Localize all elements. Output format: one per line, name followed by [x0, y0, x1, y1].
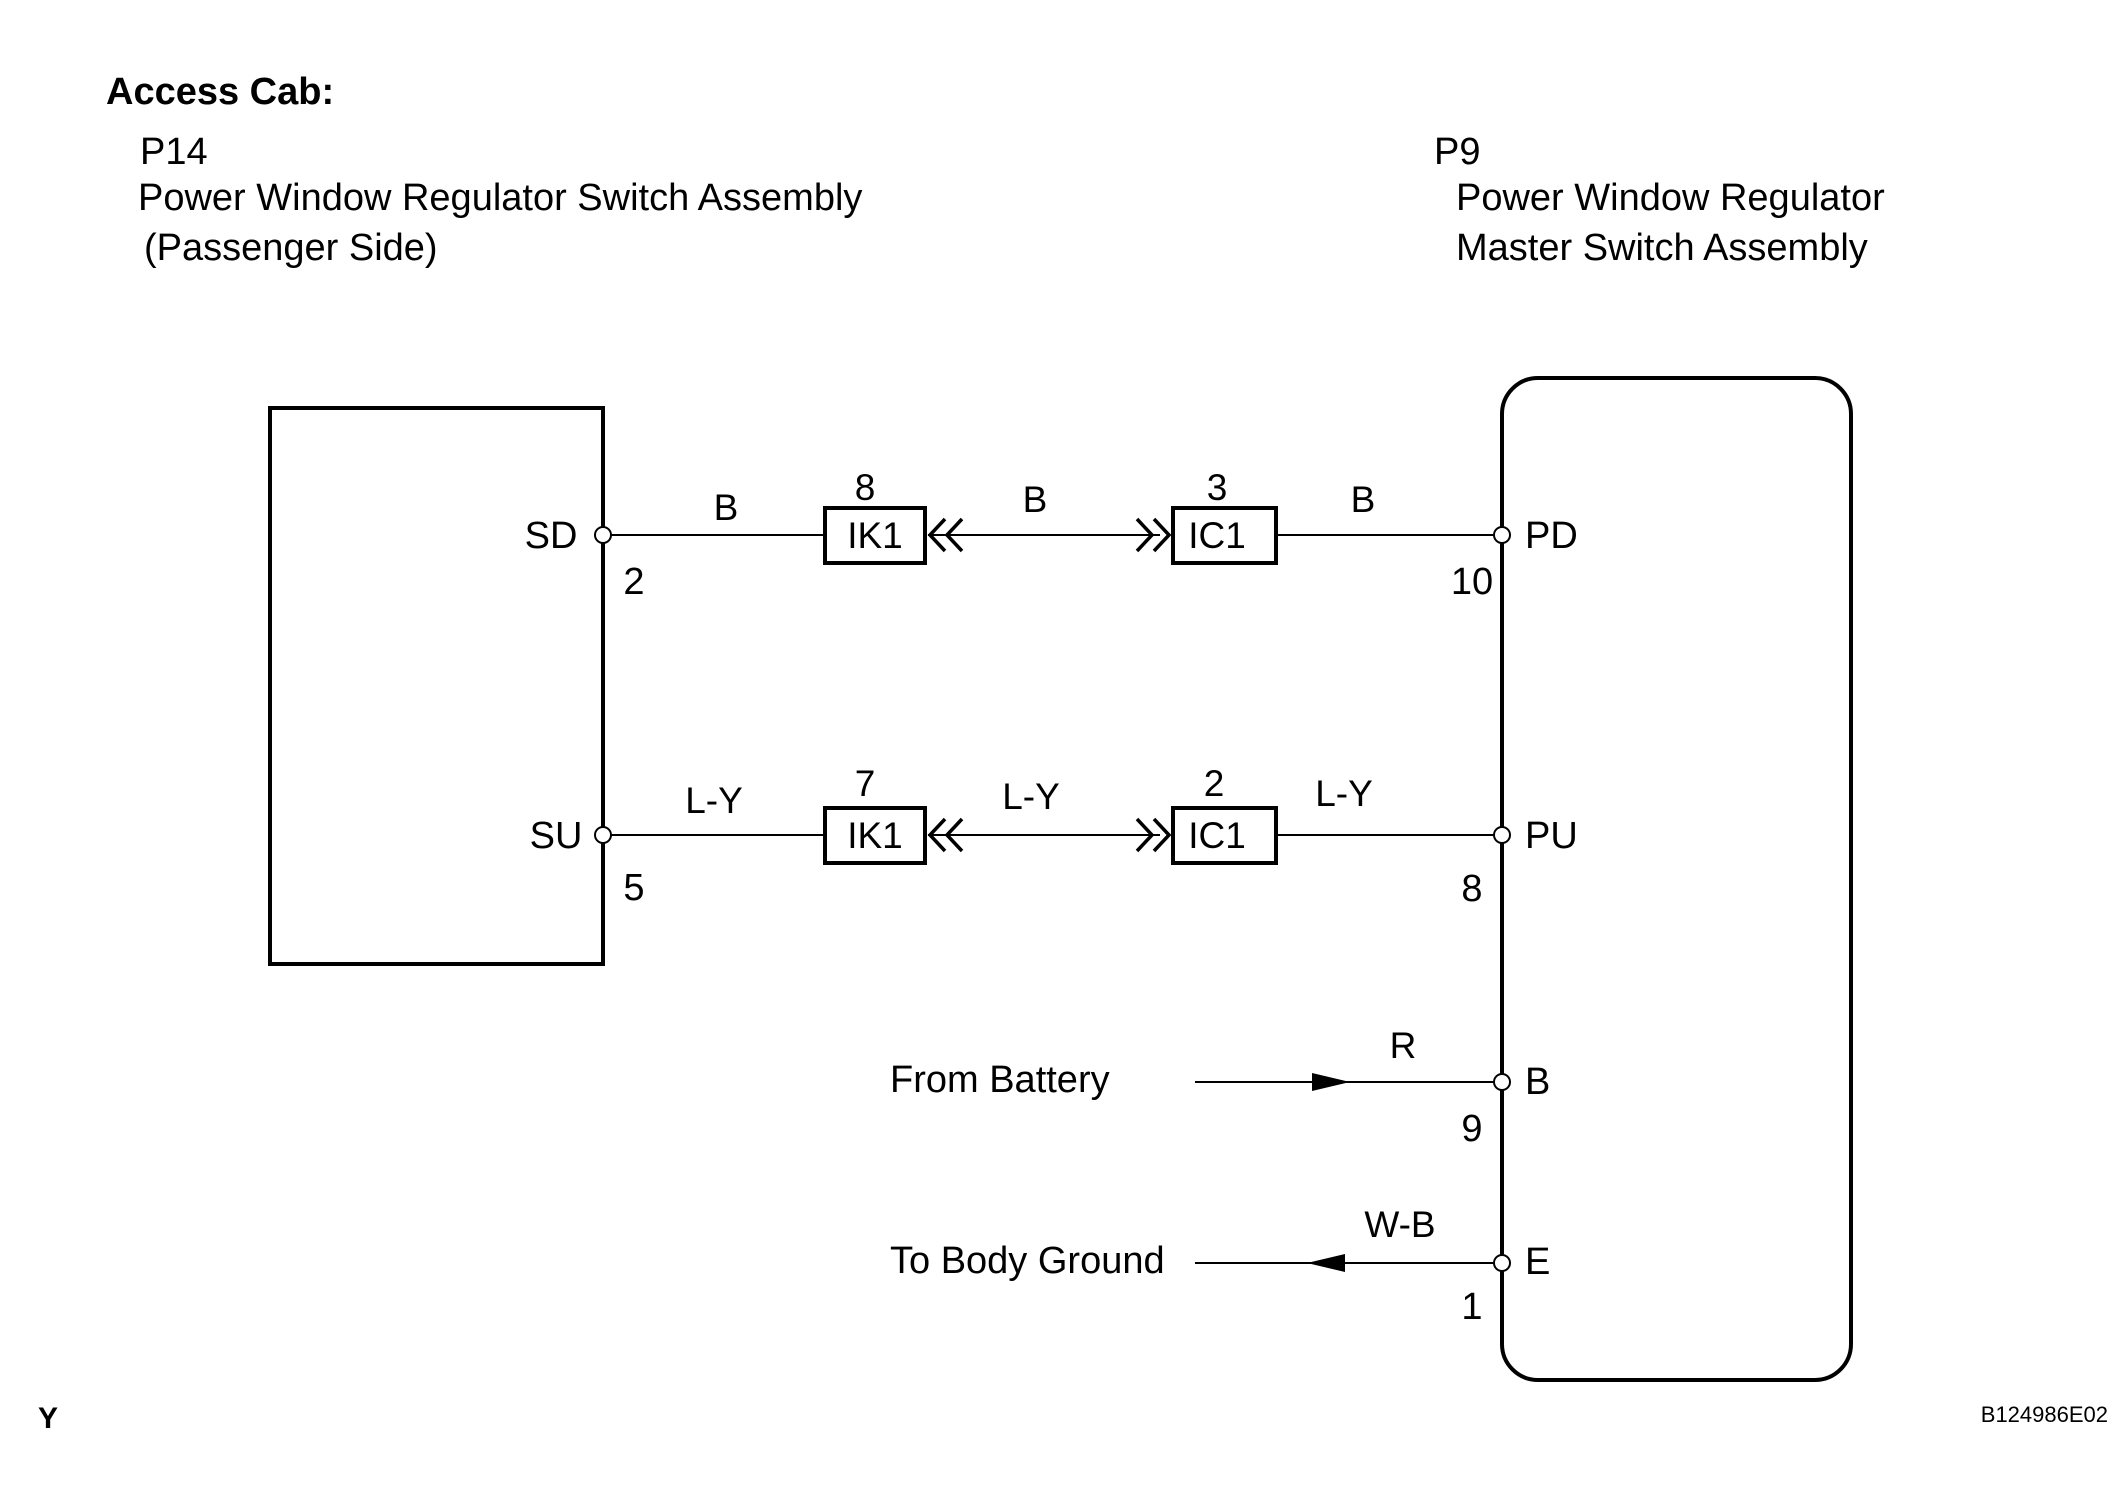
terminal-name-pd: PD [1525, 515, 1578, 557]
terminal-pin-su: 5 [623, 867, 644, 909]
terminal-name-e: E [1525, 1241, 1550, 1283]
connector-name-ic1: IC1 [1188, 515, 1246, 556]
terminal-pin-b: 9 [1461, 1108, 1482, 1150]
circuit-su-pu: SU 5 L-Y L-Y L-Y IK1 7 IC1 2 PU 8 [530, 763, 1578, 910]
female-connector-icon [927, 517, 964, 553]
figure-id: B124986E02 [1981, 1402, 2108, 1427]
terminal-name-su: SU [530, 815, 583, 857]
terminal-name-b: B [1525, 1061, 1550, 1103]
right-component-code: P9 [1434, 131, 1480, 173]
left-component-name-line2: (Passenger Side) [144, 227, 438, 269]
junction-connector-ik1 [823, 806, 927, 865]
terminal-circle [1493, 1073, 1511, 1091]
wire-color-label: W-B [1364, 1204, 1435, 1245]
junction-connector-ic1 [1171, 806, 1278, 865]
terminal-pin-pu: 8 [1461, 868, 1482, 910]
wire-color-label: B [714, 487, 739, 528]
terminal-circle [1493, 1254, 1511, 1272]
male-connector-icon [1135, 817, 1172, 853]
connector-name-ic1: IC1 [1188, 815, 1246, 856]
left-component-name-line1: Power Window Regulator Switch Assembly [138, 177, 862, 219]
wire-color-label: B [1023, 479, 1048, 520]
connector-name-ik1: IK1 [847, 815, 903, 856]
left-component-code: P14 [140, 131, 208, 173]
male-connector-icon [1135, 517, 1172, 553]
wire-color-label: L-Y [685, 780, 743, 821]
wire-color-label: R [1390, 1025, 1417, 1066]
terminal-name-sd: SD [525, 515, 578, 557]
to-body-ground-label: To Body Ground [890, 1240, 1165, 1282]
page-corner-mark: Y [38, 1402, 58, 1435]
terminal-circle [1493, 826, 1511, 844]
female-connector-icon [927, 817, 964, 853]
terminal-pin-sd: 2 [623, 561, 644, 603]
terminal-name-pu: PU [1525, 815, 1578, 857]
connector-pin-ik1: 8 [855, 467, 876, 508]
wire-color-label: L-Y [1002, 776, 1060, 817]
from-battery-label: From Battery [890, 1059, 1110, 1101]
connector-pin-ik1: 7 [855, 763, 876, 804]
left-component-box [268, 406, 605, 966]
wire-color-label: B [1351, 479, 1376, 520]
connector-name-ik1: IK1 [847, 515, 903, 556]
battery-feed: From Battery R B 9 [890, 1025, 1550, 1150]
arrow-left-icon [1307, 1254, 1345, 1272]
right-component-name-line2: Master Switch Assembly [1456, 227, 1868, 269]
arrow-right-icon [1312, 1073, 1350, 1091]
terminal-pin-pd: 10 [1451, 561, 1493, 603]
connector-pin-ic1: 3 [1207, 467, 1228, 508]
wire-color-label: L-Y [1315, 773, 1373, 814]
junction-connector-ic1 [1171, 506, 1278, 565]
terminal-circle [594, 526, 612, 544]
junction-connector-ik1 [823, 506, 927, 565]
connector-pin-ic1: 2 [1204, 763, 1225, 804]
right-component-name-line1: Power Window Regulator [1456, 177, 1885, 219]
circuit-sd-pd: SD 2 B B B IK1 8 IC1 3 PD 10 [525, 467, 1578, 603]
diagram-title: Access Cab: [106, 71, 334, 113]
terminal-pin-e: 1 [1461, 1286, 1482, 1328]
terminal-circle [594, 826, 612, 844]
terminal-circle [1493, 526, 1511, 544]
right-component-box [1500, 376, 1853, 1382]
ground-return: To Body Ground W-B E 1 [890, 1204, 1550, 1328]
